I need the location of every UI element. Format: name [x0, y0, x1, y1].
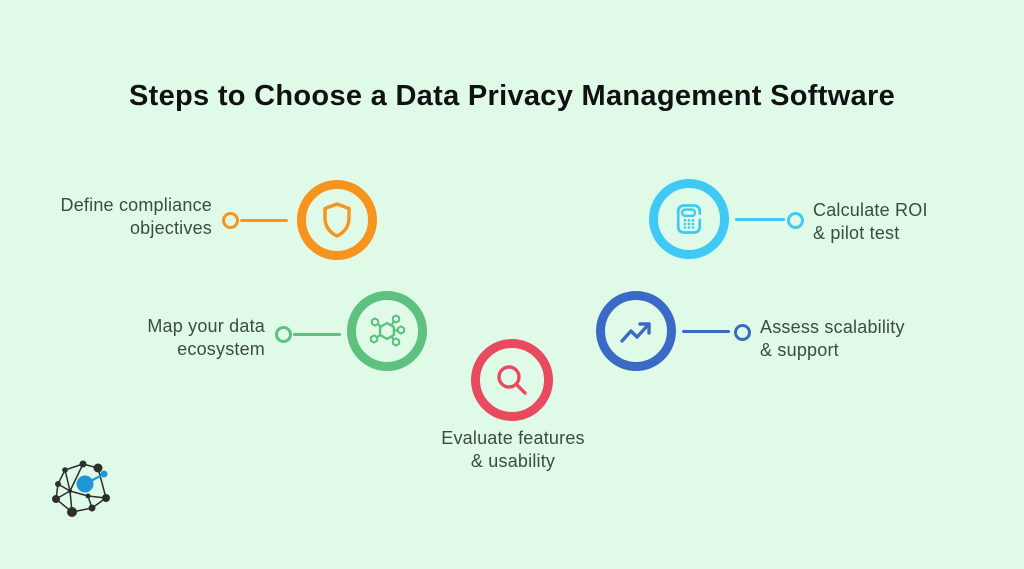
step-label-line: objectives [129, 218, 212, 238]
step-label: Assess scalability & support [760, 316, 980, 362]
connector-ring [734, 324, 751, 341]
step-label-line: & usability [470, 451, 556, 471]
shield-icon [323, 202, 351, 238]
step-label-line: & support [760, 340, 839, 360]
step-label-line: Evaluate features [441, 428, 585, 448]
network-icon [369, 314, 406, 347]
step-label-line: Calculate ROI [813, 200, 928, 220]
logo [50, 458, 118, 520]
step-circle [347, 291, 427, 371]
step-circle [471, 339, 553, 421]
step-label: Define compliance objectives [12, 194, 212, 240]
step-label-line: Map your data [147, 316, 265, 336]
connector-ring [787, 212, 804, 229]
connector-line [293, 333, 341, 336]
step-circle [596, 291, 676, 371]
connector-ring [275, 326, 292, 343]
network-graph-logo-icon [52, 460, 110, 517]
calculator-icon [676, 204, 702, 234]
step-circle [649, 179, 729, 259]
step-label-line: & pilot test [813, 223, 900, 243]
trending-up-icon [620, 322, 651, 343]
connector-ring [222, 212, 239, 229]
step-label-line: Assess scalability [760, 317, 905, 337]
step-label-line: Define compliance [60, 195, 212, 215]
connector-line [240, 219, 288, 222]
step-label: Map your data ecosystem [65, 315, 265, 361]
connector-line [735, 218, 785, 221]
page-title: Steps to Choose a Data Privacy Managemen… [129, 80, 895, 112]
connector-line [682, 330, 730, 333]
step-label: Evaluate features & usability [413, 427, 613, 473]
step-circle [297, 180, 377, 260]
magnifier-icon [497, 365, 527, 395]
step-label: Calculate ROI & pilot test [813, 199, 1013, 245]
step-label-line: ecosystem [177, 339, 265, 359]
